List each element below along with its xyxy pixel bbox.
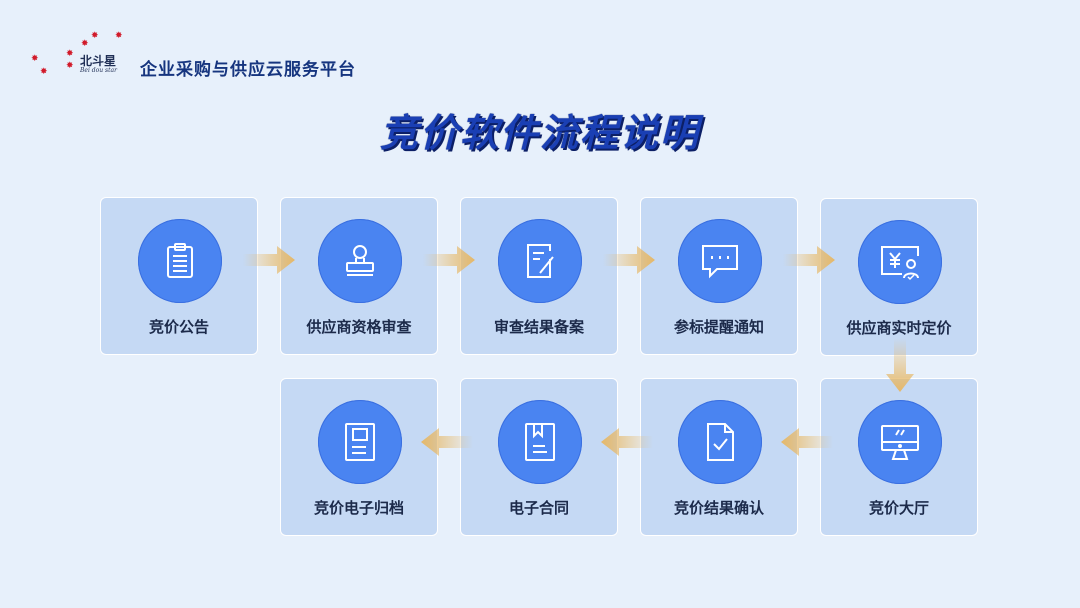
- star-icon: ✸: [81, 39, 89, 49]
- step-label: 供应商实时定价: [846, 319, 952, 337]
- edit-document-icon: [527, 244, 554, 278]
- stamp-icon: [346, 245, 374, 276]
- right-arrow-icon: [783, 246, 835, 274]
- left-arrow-icon: [601, 428, 653, 456]
- step-icon-circle: [858, 400, 942, 484]
- step-label: 竞价大厅: [868, 499, 929, 517]
- step-label: 电子合同: [508, 499, 569, 517]
- logo-brand-text: 北斗星: [80, 54, 117, 68]
- step-card-7: 竞价结果确认: [640, 378, 798, 536]
- left-arrow-icon: [781, 428, 833, 456]
- right-arrow-icon: [423, 246, 475, 274]
- monitor-icon: [881, 425, 919, 460]
- step-icon-circle: [678, 219, 762, 303]
- message-icon: [702, 245, 738, 279]
- star-icon: ✸: [31, 54, 39, 64]
- down-arrow-icon: [886, 338, 914, 392]
- step-card-6: 竞价大厅: [820, 378, 978, 536]
- step-label: 审查结果备案: [493, 318, 584, 336]
- step-icon-circle: [318, 400, 402, 484]
- step-label: 供应商资格审查: [306, 318, 412, 336]
- step-card-1: 竞价公告: [100, 197, 258, 355]
- right-arrow-icon: [603, 246, 655, 274]
- step-label: 参标提醒通知: [673, 318, 764, 336]
- price-user-icon: [881, 246, 919, 281]
- step-icon-circle: [498, 219, 582, 303]
- star-icon: ✸: [66, 49, 74, 59]
- archive-icon: [345, 423, 375, 461]
- clipboard-icon: [167, 243, 193, 278]
- logo-brand-subtext: Bei dou star: [80, 67, 117, 74]
- page-title: 竞价软件流程说明: [379, 111, 700, 155]
- star-icon: ✸: [91, 31, 99, 41]
- right-arrow-icon: [243, 246, 295, 274]
- step-icon-circle: [858, 220, 942, 304]
- bookmark-document-icon: [525, 423, 555, 461]
- step-label: 竞价结果确认: [673, 499, 764, 517]
- step-icon-circle: [498, 400, 582, 484]
- star-icon: ✸: [40, 67, 48, 77]
- document-check-icon: [707, 423, 734, 461]
- star-icon: ✸: [115, 31, 123, 41]
- step-card-4: 参标提醒通知: [640, 197, 798, 355]
- step-icon-circle: [138, 219, 222, 303]
- step-card-5: 供应商实时定价: [820, 198, 978, 356]
- step-card-9: 竞价电子归档: [280, 378, 438, 536]
- platform-name: 企业采购与供应云服务平台: [140, 60, 356, 80]
- step-card-3: 审查结果备案: [460, 197, 618, 355]
- step-card-8: 电子合同: [460, 378, 618, 536]
- step-card-2: 供应商资格审查: [280, 197, 438, 355]
- left-arrow-icon: [421, 428, 473, 456]
- step-label: 竞价公告: [148, 318, 209, 336]
- step-icon-circle: [678, 400, 762, 484]
- brand-logo: ✸ ✸ ✸ ✸ ✸ ✸ ✸ 北斗星 Bei dou star: [28, 30, 138, 80]
- star-icon: ✸: [66, 61, 74, 71]
- step-label: 竞价电子归档: [313, 499, 404, 517]
- step-icon-circle: [318, 219, 402, 303]
